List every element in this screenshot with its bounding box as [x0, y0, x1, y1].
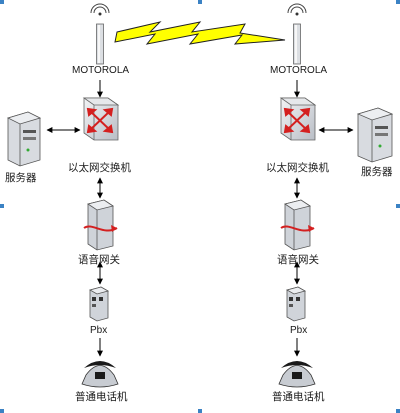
right-server-label: 服务器 [361, 166, 393, 178]
right-gateway-icon [280, 199, 315, 251]
right-router-switch-icon [279, 97, 317, 141]
left-phone-label: 普通电话机 [75, 391, 128, 403]
right-antenna-label: MOTOROLA [270, 65, 328, 76]
left-pbx-label: Pbx [90, 325, 108, 336]
left-server-icon [6, 111, 42, 167]
selection-handle[interactable] [396, 204, 400, 208]
left-antenna-icon [90, 3, 110, 65]
left-gateway-label: 语音网关 [78, 254, 120, 266]
selection-handle[interactable] [0, 409, 4, 413]
left-server-label: 服务器 [5, 172, 37, 184]
right-pbx-label: Pbx [290, 325, 308, 336]
selection-handle[interactable] [396, 0, 400, 4]
right-pbx-icon [285, 286, 307, 322]
right-switch-label: 以太网交换机 [266, 162, 329, 174]
lightning-bolt-icon [114, 21, 286, 45]
selection-handle[interactable] [198, 409, 202, 413]
right-antenna-icon [287, 3, 307, 65]
left-antenna-label: MOTOROLA [72, 65, 130, 76]
left-switch-label: 以太网交换机 [68, 162, 131, 174]
right-phone-label: 普通电话机 [272, 391, 325, 403]
selection-handle[interactable] [0, 204, 4, 208]
left-telephone-icon [81, 361, 119, 388]
selection-handle[interactable] [396, 409, 400, 413]
selection-handle[interactable] [198, 0, 202, 4]
right-server-icon [356, 107, 394, 163]
left-pbx-icon [88, 286, 110, 322]
right-gateway-label: 语音网关 [277, 254, 319, 266]
left-router-switch-icon [82, 97, 120, 141]
selection-handle[interactable] [0, 0, 4, 4]
right-telephone-icon [278, 361, 316, 388]
left-gateway-icon [83, 199, 118, 251]
